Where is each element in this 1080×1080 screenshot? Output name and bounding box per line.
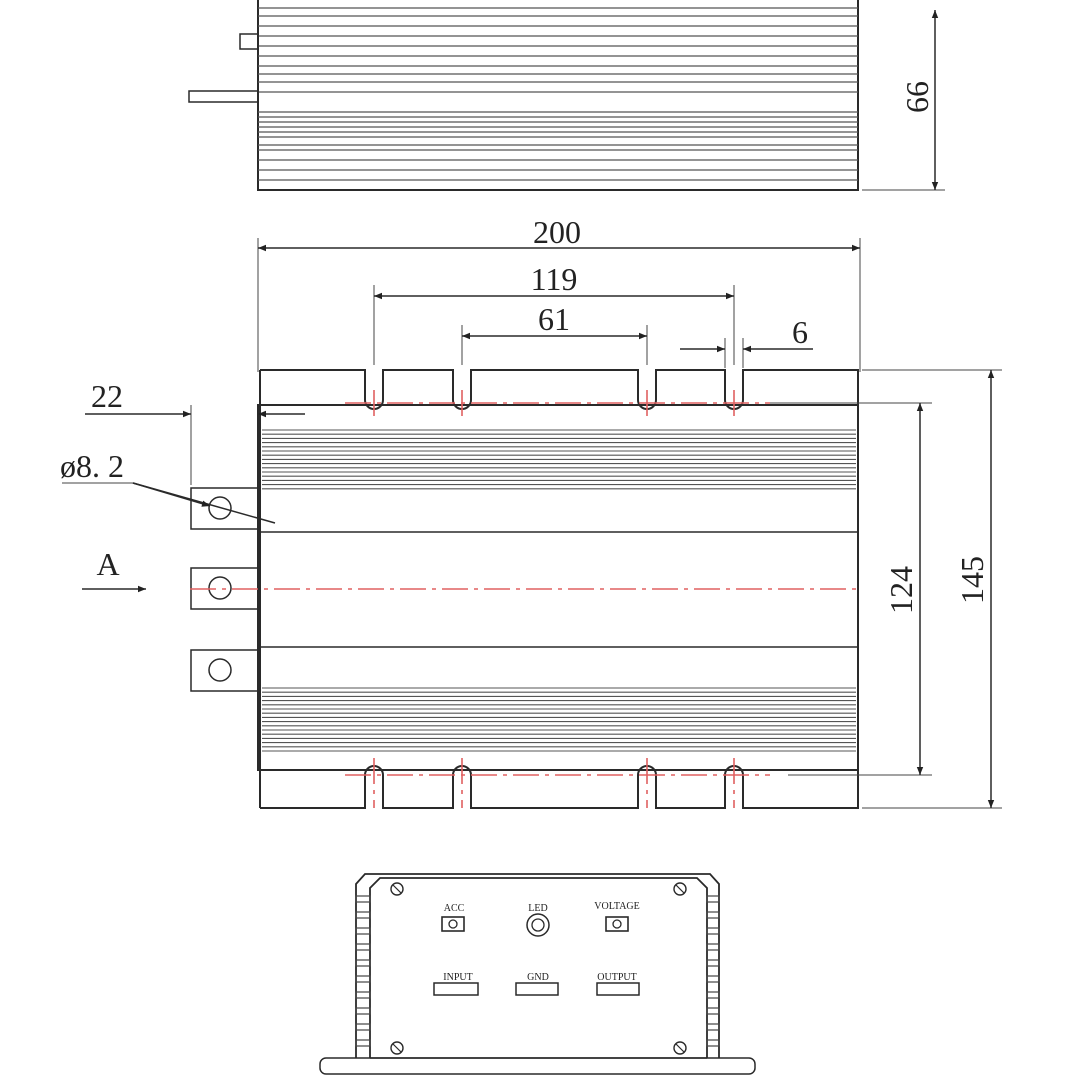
screw-icon [673, 882, 687, 896]
mount-span-dimension-text: 124 [883, 566, 919, 614]
output-terminal [596, 982, 640, 996]
depth-dimension-text: 145 [954, 556, 990, 604]
screw-icon [390, 1041, 404, 1055]
slot-width-dimension-text: 6 [792, 314, 808, 350]
voltage-label: VOLTAGE [594, 901, 640, 912]
voltage-connector [605, 916, 629, 932]
screw-icon [673, 1041, 687, 1055]
led-indicator-icon [526, 913, 550, 937]
height-dimension-text: 66 [899, 81, 935, 113]
top-view: 200 119 61 6 22 ø8. 2 A 124 [60, 214, 1002, 809]
gnd-terminal [515, 982, 559, 996]
side-view-fins [258, 7, 858, 181]
panel-screws [390, 882, 687, 1055]
slot-inner-span-text: 61 [538, 301, 570, 337]
slot-outer-span-text: 119 [531, 261, 578, 297]
acc-label: ACC [444, 903, 465, 914]
acc-connector [441, 916, 465, 932]
terminal-hole-2 [208, 576, 232, 600]
tab-offset-dimension-text: 22 [91, 378, 123, 414]
terminal-hole-1 [208, 496, 232, 520]
view-a-label: A [96, 546, 119, 582]
terminal-tabs [190, 487, 259, 692]
width-dimension-text: 200 [533, 214, 581, 250]
hole-diameter-text: ø8. 2 [60, 448, 124, 484]
gnd-label: GND [527, 972, 549, 983]
end-panel-view: ACC LED VOLTAGE INPUT GND OUTPUT [319, 873, 756, 1075]
side-view: 66 [188, 0, 945, 191]
output-label: OUTPUT [597, 972, 636, 983]
top-flange-outline [260, 369, 859, 410]
panel-side-grooves [355, 895, 720, 1047]
terminal-hole-3 [208, 658, 232, 682]
side-connector-small [239, 33, 259, 50]
center-lines [190, 390, 860, 808]
side-connector-pin [188, 90, 259, 103]
input-label: INPUT [443, 972, 472, 983]
led-label: LED [528, 903, 547, 914]
screw-icon [390, 882, 404, 896]
input-terminal [433, 982, 479, 996]
panel-base-flange [319, 1057, 756, 1075]
bottom-view-fins [262, 687, 856, 752]
top-view-fins [262, 429, 856, 490]
bottom-flange-outline [260, 765, 859, 809]
